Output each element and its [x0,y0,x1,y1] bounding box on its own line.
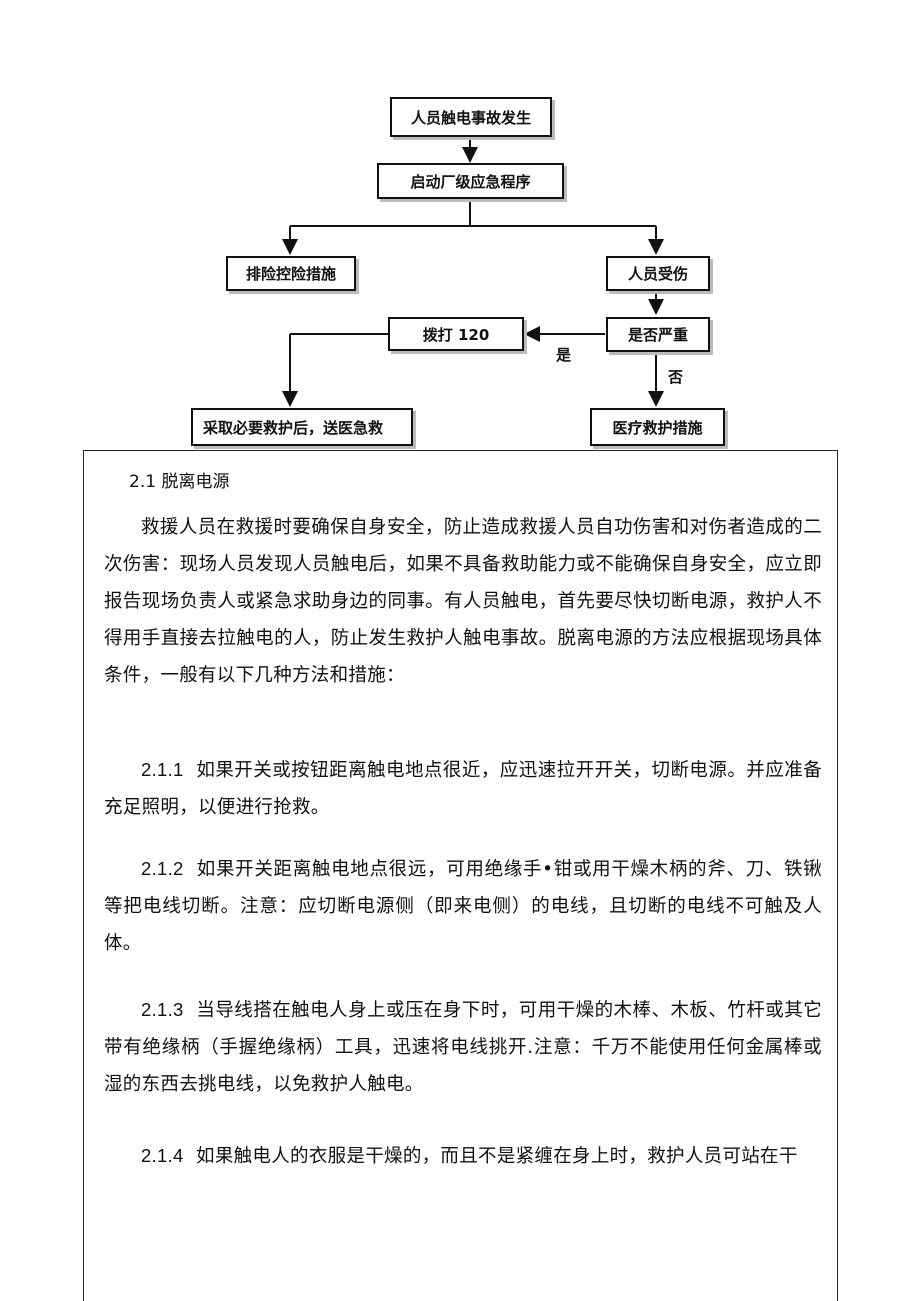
node-accident: 人员触电事故发生 [390,97,552,137]
item-text: 当导线搭在触电人身上或压在身下时，可用干燥的木棒、木板、竹杆或其它带有绝缘柄（手… [104,1000,822,1095]
item-number: 2.1.4 [141,1145,184,1166]
flowchart-connectors [282,137,664,407]
node-injured: 人员受伤 [606,256,710,291]
label-yes: 是 [556,346,572,364]
node-call-120: 拨打 120 [388,317,524,351]
node-start-program: 启动厂级应急程序 [377,163,564,199]
emergency-flowchart: 人员触电事故发生 启动厂级应急程序 排险控险措施 人员受伤 拨打 120 是否严… [0,0,920,450]
node-hazard-control: 排险控险措施 [226,256,356,291]
node-serious: 是否严重 [606,317,710,352]
item-2-1-1: 2.1.1 如果开关或按钮距离触电地点很近，应迅速拉开开关，切断电源。并应准备充… [104,751,822,826]
item-number: 2.1.1 [141,759,184,780]
item-2-1-3: 2.1.3 当导线搭在触电人身上或压在身下时，可用干燥的木棒、木板、竹杆或其它带… [104,991,822,1103]
section-heading: 2.1 脱离电源 [129,472,230,492]
item-number: 2.1.2 [141,858,184,879]
content-frame: 2.1 脱离电源 救援人员在救援时要确保自身安全，防止造成救援人员自功伤害和对伤… [83,450,838,1301]
item-text: 如果触电人的衣服是干燥的，而且不是紧缠在身上时，救护人员可站在干 [196,1146,798,1167]
item-number: 2.1.3 [141,999,184,1020]
label-no: 否 [668,368,684,386]
item-text: 如果开关距离触电地点很远，可用绝缘手•钳或用干燥木柄的斧、刀、铁锹等把电线切断。… [104,859,822,954]
node-medical: 医疗救护措施 [590,408,725,446]
item-2-1-4: 2.1.4 如果触电人的衣服是干燥的，而且不是紧缠在身上时，救护人员可站在干 [104,1137,822,1175]
item-2-1-2: 2.1.2 如果开关距离触电地点很远，可用绝缘手•钳或用干燥木柄的斧、刀、铁锹等… [104,850,822,962]
intro-paragraph: 救援人员在救援时要确保自身安全，防止造成救援人员自功伤害和对伤者造成的二次伤害：… [104,517,822,686]
node-send-hospital: 采取必要救护后，送医急救 [191,408,413,446]
item-text: 如果开关或按钮距离触电地点很近，应迅速拉开开关，切断电源。并应准备充足照明，以便… [104,760,822,818]
